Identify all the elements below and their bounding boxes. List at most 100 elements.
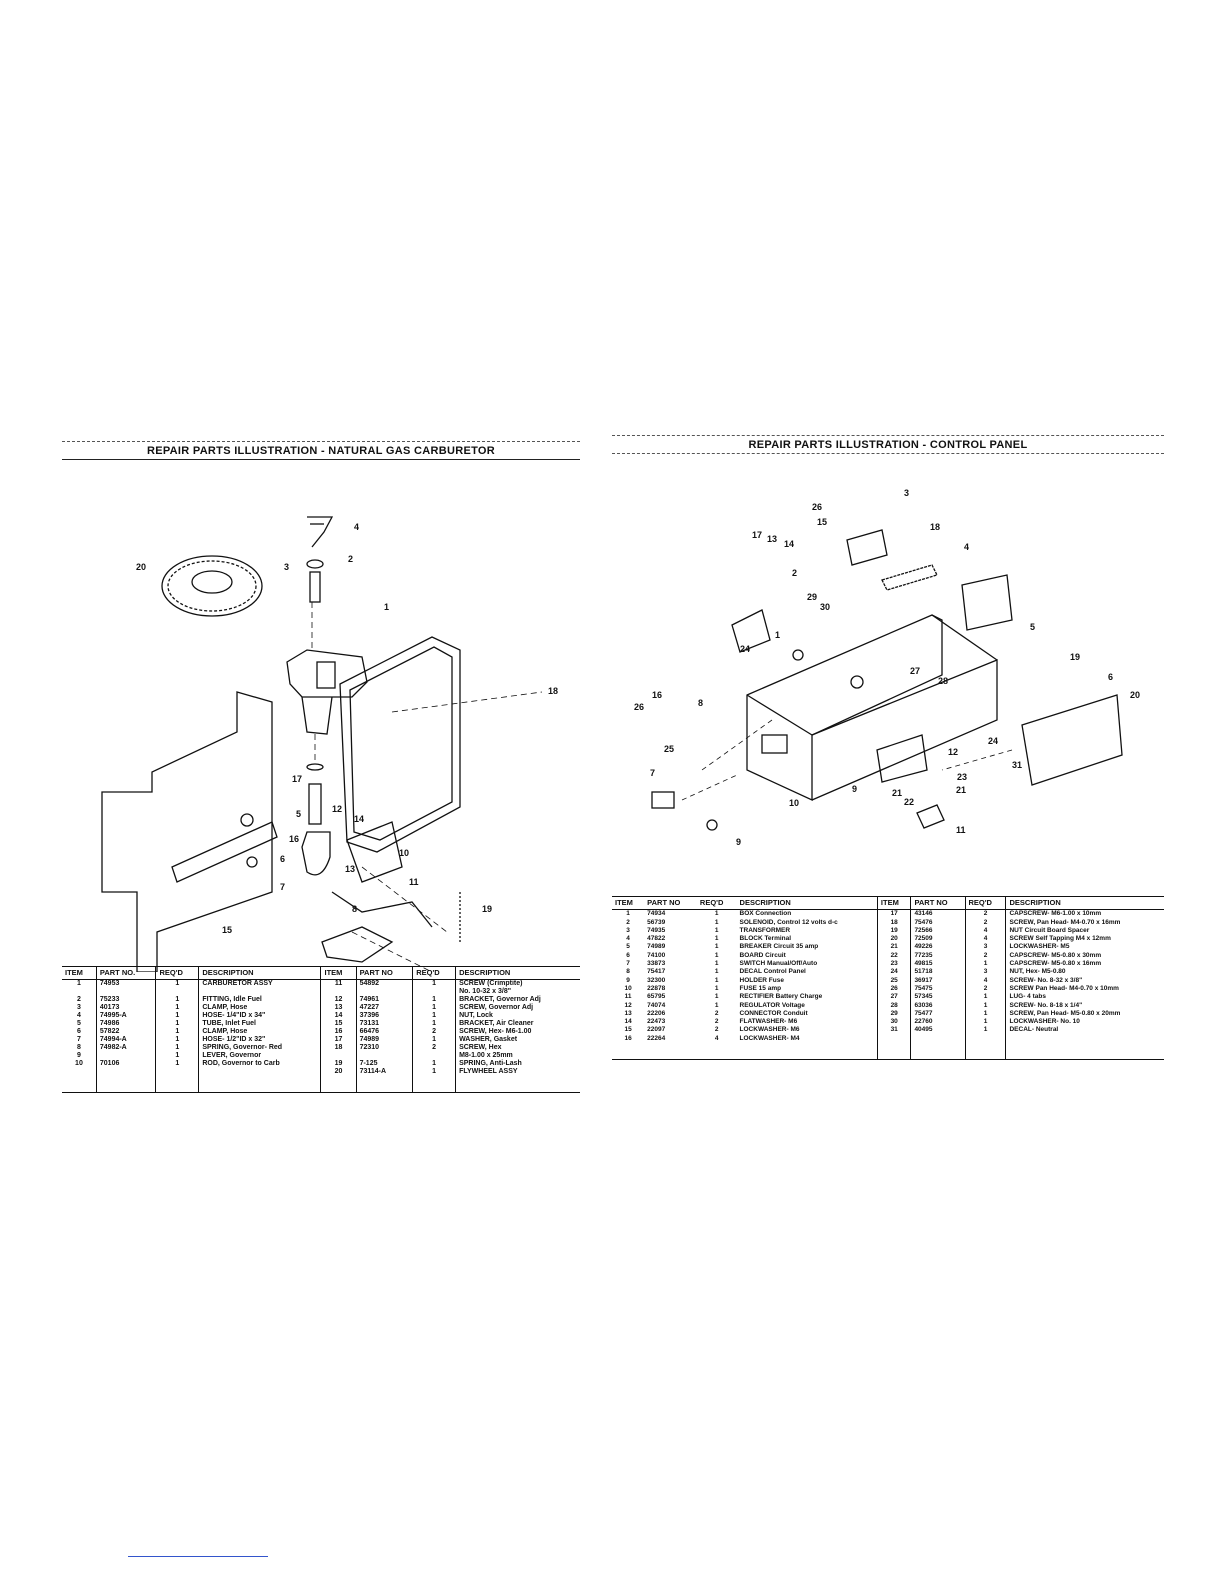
cp-callout-11: 11: [956, 825, 966, 835]
cell: HOSE- 1/4"ID x 34": [198, 1012, 321, 1020]
carb-callout-15: 15: [222, 925, 232, 935]
cell: SCREW- No. 8-32 x 3/8": [1005, 976, 1164, 985]
cell: LOCKWASHER- M5: [1005, 943, 1164, 952]
cell: 72566: [910, 926, 966, 936]
cell: 1: [964, 1018, 1006, 1027]
cp-callout-12: 12: [948, 747, 958, 757]
cell: No. 10-32 x 3/8": [455, 988, 580, 996]
table-row: No. 10-32 x 3/8": [62, 988, 580, 996]
cell: BLOCK Terminal: [739, 935, 792, 943]
cell: 22: [876, 951, 911, 961]
cell: 1: [964, 1009, 1006, 1019]
cell: 47822: [647, 935, 666, 943]
cell: SCREW, Hex- M6-1.00: [455, 1028, 580, 1036]
cell: 2: [626, 918, 630, 926]
cell: 2: [714, 1009, 719, 1017]
carb-callout-1: 1: [384, 602, 389, 612]
carb-callout-7: 7: [280, 882, 285, 892]
cp-callout-13: 13: [767, 534, 777, 544]
table-header-row: ITEM PART NO. REQ'D DESCRIPTION ITEM PAR…: [62, 966, 580, 980]
cell: 72509: [910, 935, 966, 944]
cell: 16: [612, 1034, 645, 1061]
cell: 17: [320, 1036, 357, 1044]
cell: 32300: [647, 976, 666, 984]
cp-callout-28: 28: [938, 676, 948, 686]
cell: WASHER, Gasket: [455, 1036, 580, 1044]
title-rule-bottom: [62, 459, 580, 460]
cell: 74989: [647, 943, 666, 951]
carb-callout-13: 13: [345, 864, 355, 874]
carb-callout-8: 8: [352, 904, 357, 914]
col-reqd: REQ'D: [696, 895, 737, 911]
col-reqd: REQ'D: [155, 966, 199, 980]
cell: FUSE 15 amp: [739, 984, 782, 992]
cell: 40495: [910, 1026, 966, 1035]
cell: 7: [76, 1036, 81, 1043]
cell: 1: [714, 976, 719, 984]
cp-callout-3: 3: [904, 488, 909, 498]
cell: 1: [714, 984, 719, 992]
col-item: ITEM: [612, 895, 645, 911]
cell: 1: [714, 918, 719, 926]
cell: 1: [412, 1036, 456, 1044]
cell: 19: [876, 926, 911, 936]
cp-callout-4: 4: [964, 542, 969, 552]
carb-callout-5: 5: [296, 809, 301, 819]
cp-callout-18: 18: [930, 522, 940, 532]
cell: 4: [76, 1012, 81, 1019]
col-part-no: PART NO.: [95, 966, 156, 980]
cp-callout-7: 7: [650, 768, 655, 778]
cell: CAPSCREW- M5-0.80 x 16mm: [1005, 960, 1164, 969]
cp-callout-26: 26: [634, 702, 644, 712]
cell: 74982-A: [95, 1044, 156, 1052]
cell: 74961: [355, 996, 413, 1004]
cell: 1: [412, 1004, 456, 1012]
cell: TRANSFORMER: [739, 926, 791, 934]
col-item-2: ITEM: [320, 966, 357, 980]
cell: BRACKET, Air Cleaner: [455, 1020, 580, 1028]
cell: 2: [412, 1044, 456, 1052]
cell: 9: [626, 976, 630, 984]
cp-callout-21-b: 21: [892, 788, 902, 798]
cell: 1: [714, 993, 719, 1001]
cell: 74994-A: [95, 1036, 156, 1044]
cell: 1: [714, 951, 719, 959]
cell: 22878: [647, 984, 666, 992]
cell: 12: [624, 1001, 632, 1009]
cp-callout-24-b: 24: [988, 736, 998, 746]
cell: 63036: [910, 1001, 966, 1010]
cell: 1: [412, 1068, 456, 1093]
cell: 73131: [355, 1020, 413, 1028]
cell: [198, 988, 321, 996]
cp-callout-21: 21: [956, 785, 966, 795]
cell: BOARD Circuit: [739, 951, 786, 959]
cell: SCREW- No. 8-18 x 1/4": [1005, 1001, 1164, 1010]
cell: 29: [876, 1009, 911, 1019]
cell: NUT, Hex- M5-0.80: [1005, 968, 1164, 977]
cp-callout-6: 6: [1108, 672, 1113, 682]
cell: 75233: [95, 996, 156, 1004]
cell: 30: [876, 1018, 911, 1027]
cell: LEVER, Governor: [198, 1052, 321, 1060]
cp-callout-24: 24: [740, 644, 750, 654]
carburetor-title: REPAIR PARTS ILLUSTRATION - NATURAL GAS …: [146, 445, 496, 457]
cell: [320, 988, 357, 996]
cell: [412, 988, 456, 996]
carb-callout-3: 3: [284, 562, 289, 572]
cell: 9: [76, 1052, 81, 1059]
cp-callout-8: 8: [698, 698, 703, 708]
cell: 37396: [355, 1012, 413, 1020]
cell: 14: [624, 1018, 632, 1026]
col-description-2: DESCRIPTION: [1005, 895, 1164, 911]
